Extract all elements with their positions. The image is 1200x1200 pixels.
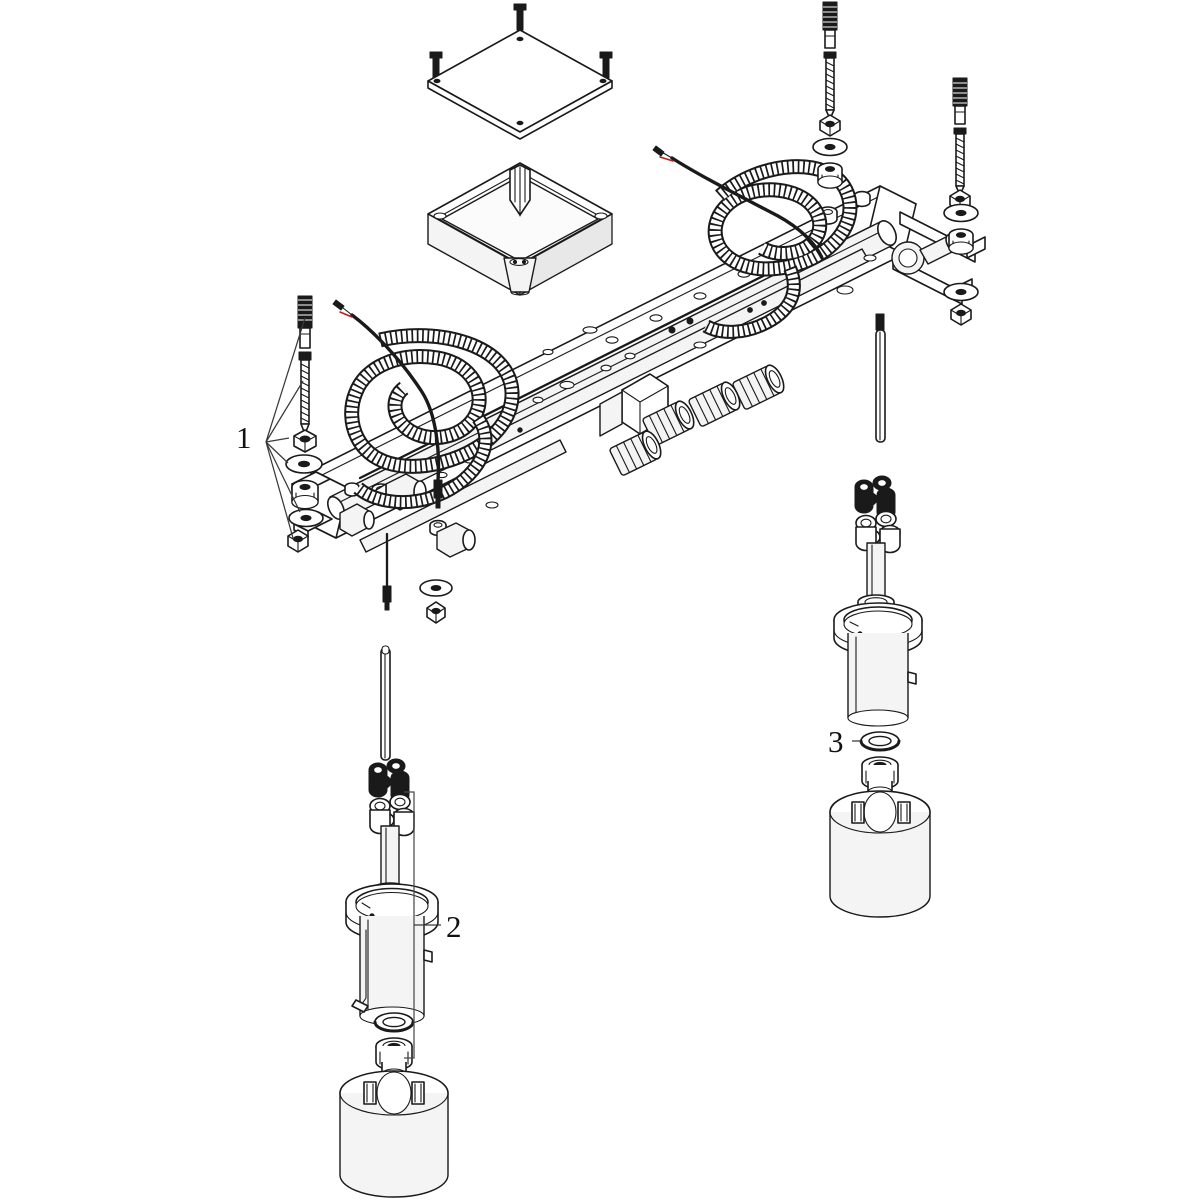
rubber-grommet (291, 479, 319, 510)
callout-3: 3 (828, 724, 861, 759)
callout-3-label: 3 (828, 724, 844, 759)
callout-2-label: 2 (446, 909, 462, 944)
wall-anchor (297, 295, 313, 349)
callout-1: 1 (236, 317, 306, 539)
frame-bosses (344, 190, 871, 537)
port-fitting (732, 364, 785, 410)
rubber-grommet (948, 228, 974, 255)
lag-screw (823, 51, 837, 120)
flat-washer (943, 282, 979, 302)
cover-plate-top (427, 29, 613, 133)
electrical-cable-left (332, 299, 443, 509)
protective-cylinder (339, 1070, 449, 1198)
hex-nut (819, 114, 841, 137)
quad-lobe-coupler (854, 475, 896, 520)
electrical-cable-right (652, 145, 824, 260)
frame-pin (382, 532, 392, 611)
valve-stem (866, 542, 886, 601)
port-fitting (609, 430, 662, 476)
frame-hardware-lower (419, 579, 453, 624)
callout-1-label: 1 (236, 420, 252, 455)
rubber-grommet (817, 162, 843, 189)
callout-2: 2 (404, 791, 462, 1059)
diagonal-brace (359, 439, 567, 553)
cover-plate-edge (427, 80, 613, 140)
port-fitting (688, 381, 741, 427)
anchor-hardware-right-b (943, 77, 979, 326)
anchor-hardware-right-a (812, 1, 848, 189)
box-housing-group (427, 162, 613, 296)
extension-rod (380, 645, 391, 761)
valve-sleeve (833, 602, 923, 727)
flat-washer (943, 203, 979, 223)
flex-hose-left-group (332, 299, 520, 510)
extension-rod (875, 329, 886, 443)
lag-screw (298, 351, 312, 435)
valve-sleeve (345, 883, 439, 1026)
flat-washer (285, 454, 323, 474)
flat-washer (812, 137, 848, 157)
callout-1-leaders (265, 317, 306, 539)
o-ring (373, 1012, 415, 1033)
port-fitting (642, 400, 695, 446)
anchor-hardware-left (285, 295, 324, 553)
lag-screw (953, 127, 967, 196)
hex-nut (426, 601, 446, 624)
hex-nut (950, 303, 972, 326)
wall-anchor (822, 1, 838, 49)
flat-washer (288, 508, 324, 528)
valve-stem (380, 825, 400, 889)
hex-nut (293, 429, 317, 453)
cover-plate-group (427, 3, 613, 140)
flat-washer (419, 579, 453, 597)
quad-lobe-coupler (368, 758, 410, 803)
valve-assembly-right (829, 329, 931, 918)
hex-nut (287, 529, 309, 553)
protective-cylinder (829, 790, 931, 918)
valve-assembly-left (339, 645, 449, 1198)
flex-hose-right-tail (702, 265, 801, 339)
o-ring (859, 731, 901, 752)
wall-anchor (952, 77, 968, 125)
flex-hose-left (344, 328, 520, 474)
